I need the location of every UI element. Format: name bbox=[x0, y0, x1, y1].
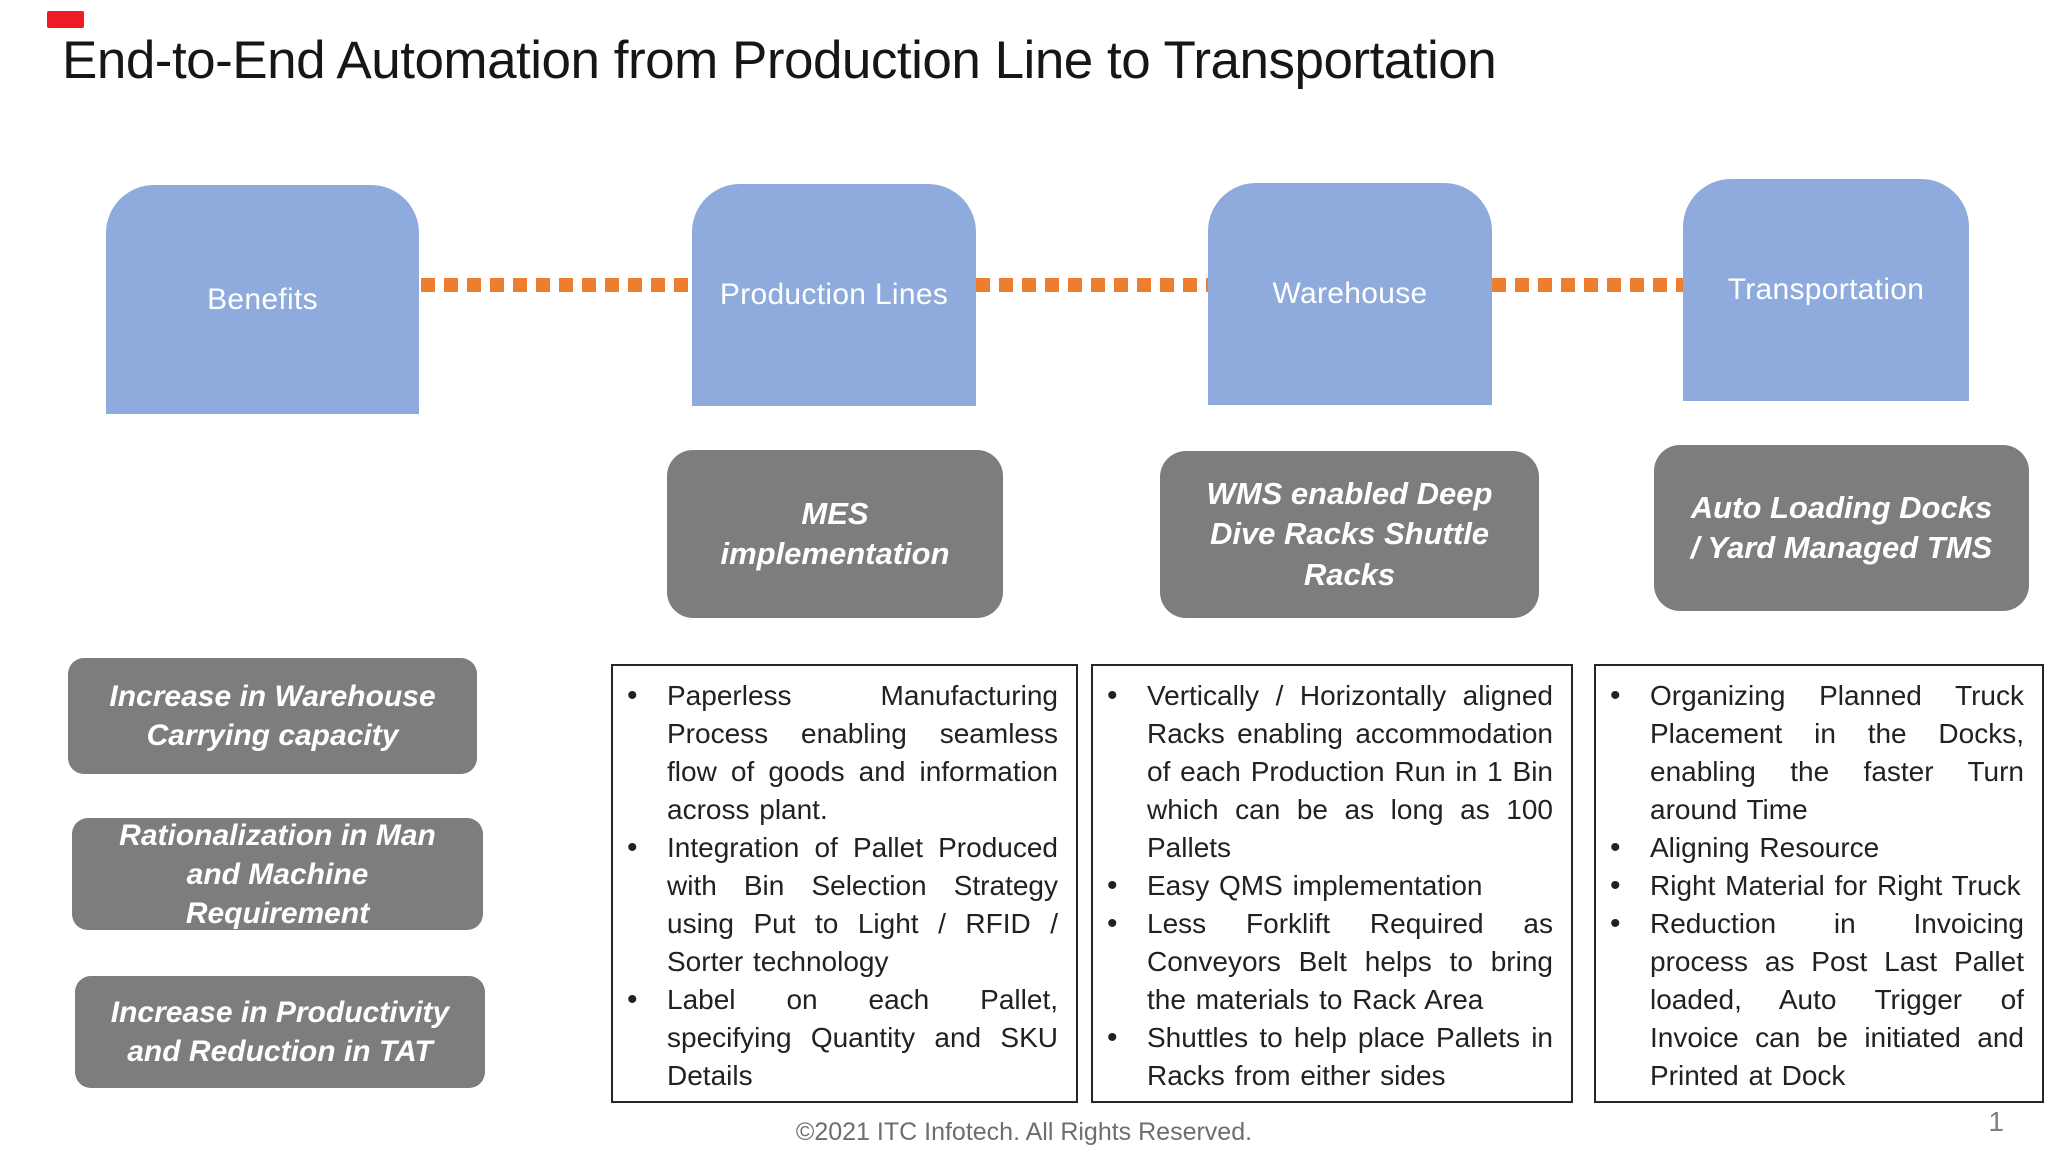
bullet-item: Organizing Planned Truck Placement in th… bbox=[1596, 677, 2024, 829]
benefit-text: Increase in Productivity and Reduction i… bbox=[110, 996, 450, 1068]
bullet-item: Integration of Pallet Produced with Bin … bbox=[613, 829, 1058, 981]
benefit-chip-productivity-tat: Increase in Productivity and Reduction i… bbox=[75, 976, 485, 1088]
bullet-item: Easy QMS implementation bbox=[1093, 867, 1553, 905]
detail-box-transportation: Organizing Planned Truck Placement in th… bbox=[1594, 664, 2044, 1103]
bullet-item: Reduction in Invoicing process as Post L… bbox=[1596, 905, 2024, 1095]
stage-box-benefits: Benefits bbox=[106, 185, 419, 414]
callout-mes-implementation: MES implementation bbox=[667, 450, 1003, 618]
bullet-item: Label on each Pallet, specifying Quantit… bbox=[613, 981, 1058, 1095]
bullet-item: Right Material for Right Truck bbox=[1596, 867, 2024, 905]
bullet-list: Paperless Manufacturing Process enabling… bbox=[613, 666, 1076, 1095]
detail-box-production-lines: Paperless Manufacturing Process enabling… bbox=[611, 664, 1078, 1103]
dashed-connector-1 bbox=[421, 278, 692, 292]
benefit-chip-rationalization: Rationalization in Man and Machine Requi… bbox=[72, 818, 483, 930]
callout-text: MES implementation bbox=[720, 495, 950, 571]
stage-box-transportation: Transportation bbox=[1683, 179, 1969, 401]
bullet-list: Organizing Planned Truck Placement in th… bbox=[1596, 666, 2042, 1095]
red-marker-icon bbox=[47, 11, 84, 28]
dashed-connector-2 bbox=[976, 278, 1208, 292]
stage-box-production-lines: Production Lines bbox=[692, 184, 976, 406]
bullet-item: Paperless Manufacturing Process enabling… bbox=[613, 677, 1058, 829]
bullet-item: Less Forklift Required as Conveyors Belt… bbox=[1093, 905, 1553, 1019]
stage-label: Transportation bbox=[1727, 273, 1925, 306]
bullet-item: Vertically / Horizontally aligned Racks … bbox=[1093, 677, 1553, 867]
detail-box-warehouse: Vertically / Horizontally aligned Racks … bbox=[1091, 664, 1573, 1103]
bullet-list: Vertically / Horizontally aligned Racks … bbox=[1093, 666, 1571, 1095]
benefit-text: Increase in Warehouse Carrying capacity bbox=[109, 680, 436, 752]
stage-label: Warehouse bbox=[1272, 277, 1428, 310]
slide-title: End-to-End Automation from Production Li… bbox=[62, 31, 1497, 90]
footer-copyright: ©2021 ITC Infotech. All Rights Reserved. bbox=[795, 1118, 1253, 1146]
dashed-connector-3 bbox=[1492, 278, 1683, 292]
benefit-chip-warehouse-capacity: Increase in Warehouse Carrying capacity bbox=[68, 658, 477, 774]
bullet-item: Shuttles to help place Pallets in Racks … bbox=[1093, 1019, 1553, 1095]
benefit-text: Rationalization in Man and Machine Requi… bbox=[119, 818, 436, 930]
callout-loading-docks-tms: Auto Loading Docks / Yard Managed TMS bbox=[1654, 445, 2029, 611]
stage-box-warehouse: Warehouse bbox=[1208, 183, 1492, 405]
callout-text: WMS enabled Deep Dive Racks Shuttle Rack… bbox=[1206, 476, 1493, 592]
stage-label: Benefits bbox=[207, 282, 318, 316]
callout-text: Auto Loading Docks / Yard Managed TMS bbox=[1690, 489, 1993, 565]
callout-wms-racks: WMS enabled Deep Dive Racks Shuttle Rack… bbox=[1160, 451, 1539, 618]
stage-label: Production Lines bbox=[719, 278, 949, 311]
page-number: 1 bbox=[1988, 1106, 2004, 1137]
bullet-item: Aligning Resource bbox=[1596, 829, 2024, 867]
